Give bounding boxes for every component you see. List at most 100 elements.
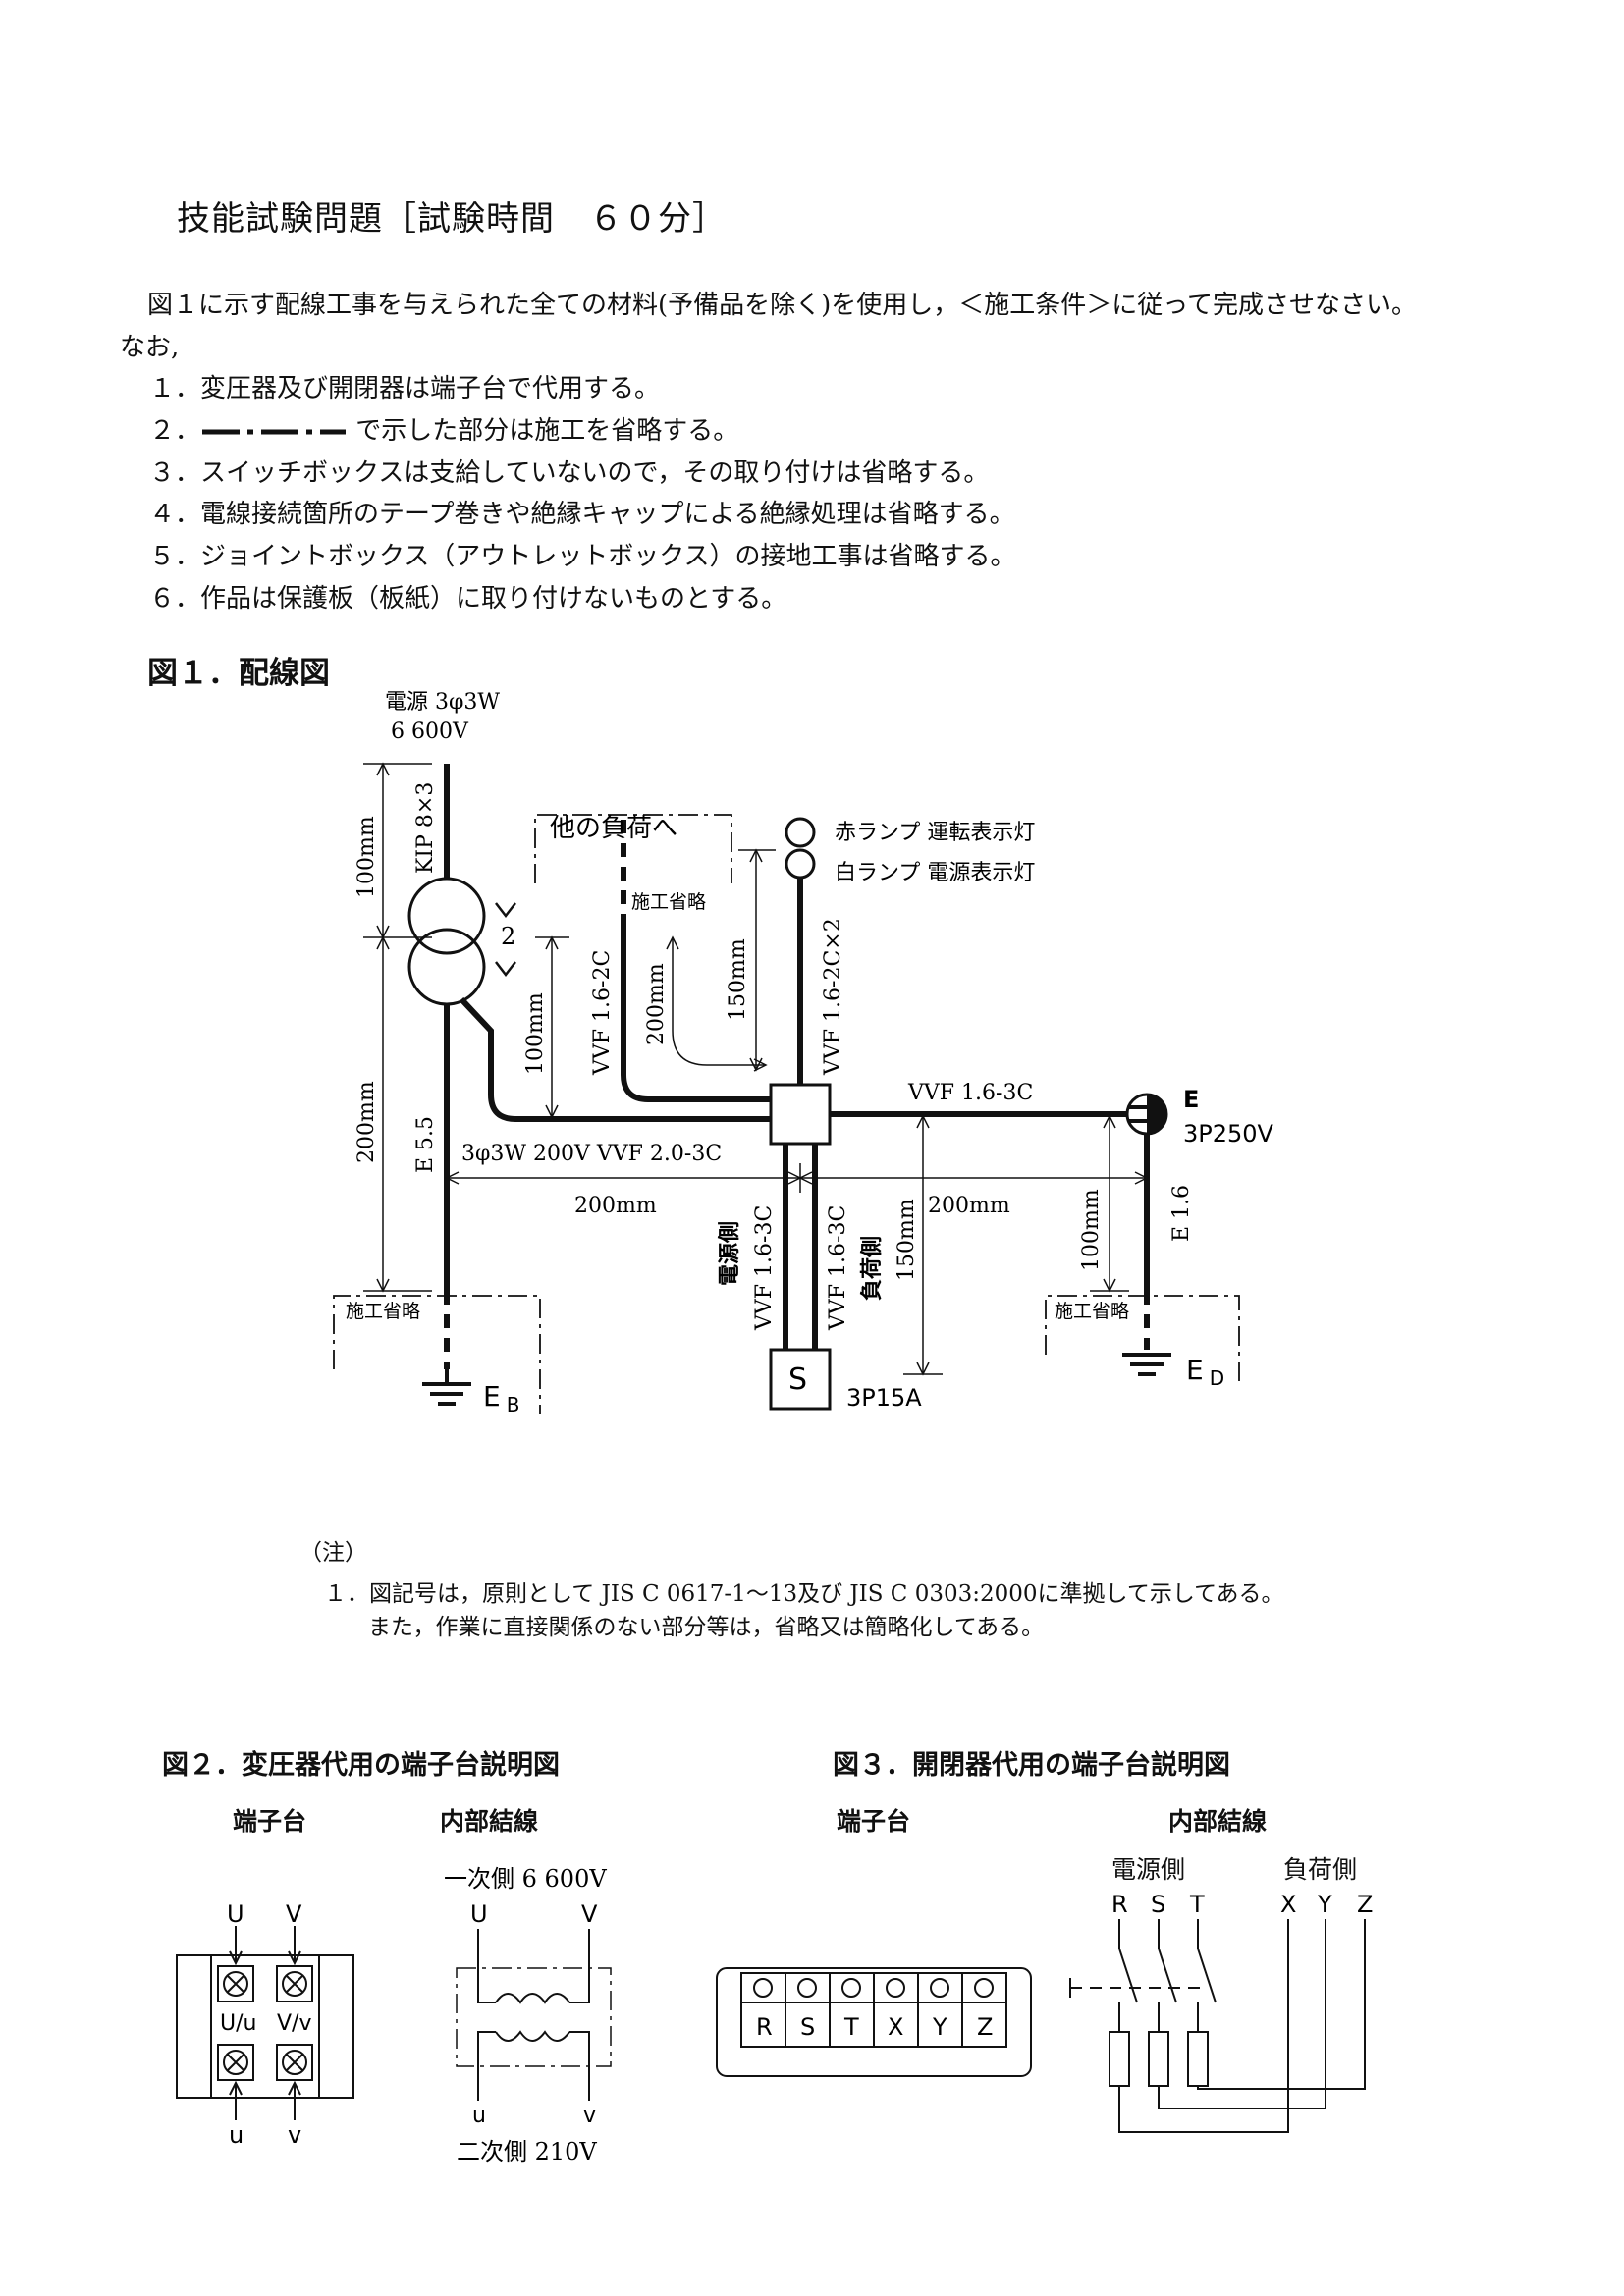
condition-2-number: ２．: [149, 416, 201, 446]
ed-letter: E: [1186, 1354, 1204, 1386]
chain-line-icon: [202, 429, 347, 435]
omit-label-eb: 施工省略: [346, 1301, 420, 1322]
omit-label-ed: 施工省略: [1055, 1301, 1129, 1322]
dim-200mm-left: 200mm: [354, 1081, 379, 1163]
transformer-upper-coil: [407, 877, 486, 955]
switch-s-label: S: [788, 1362, 807, 1397]
dim-200mm-bottom-right: 200mm: [928, 1194, 1010, 1218]
dim-150mm-top: 150mm: [726, 938, 750, 1021]
fig3-internal-t: T: [1189, 1891, 1205, 1918]
condition-2: ２． で示した部分は施工を省略する。: [149, 410, 738, 447]
fig3-terminal-x: X: [888, 2013, 903, 2041]
screw-v-bottom-icon: [282, 2050, 307, 2075]
dim-100mm-top: 100mm: [354, 816, 379, 898]
omit-label-top: 施工省略: [631, 891, 706, 913]
dim-100mm-bottom-right: 100mm: [1079, 1189, 1104, 1271]
dim-150mm-bottom: 150mm: [894, 1199, 919, 1281]
fig3-internal-z: Z: [1357, 1891, 1373, 1918]
outlet-e-label: E: [1183, 1086, 1199, 1113]
intro-line2: なお,: [120, 333, 180, 362]
fig2-internal-u: U: [470, 1900, 488, 1928]
fig2-v-top: V: [286, 1900, 302, 1928]
switch-terminal-block: [716, 1967, 1032, 2077]
condition-5: ５．ジョイントボックス（アウトレットボックス）の接地工事は省略する。: [149, 542, 1016, 571]
dim-100mm-mid: 100mm: [523, 992, 548, 1075]
fuse-t-icon: [1187, 2031, 1209, 2087]
screw-v-top-icon: [282, 1971, 307, 1997]
fuse-r-icon: [1109, 2031, 1130, 2087]
fig2-u-combined: U/u: [220, 2011, 256, 2036]
fig2-primary-label: 一次側 6 600V: [444, 1865, 607, 1893]
other-load-label: 他の負荷へ: [550, 814, 677, 843]
red-lamp-label: 赤ランプ 運転表示灯: [835, 821, 1035, 845]
supply-side-label: 電源側: [717, 1221, 742, 1286]
notes-line2: また，作業に直接関係のない部分等は，省略又は簡略化してある。: [368, 1615, 1045, 1640]
fig3-load-label: 負荷側: [1283, 1855, 1358, 1884]
fig3-internal-y: Y: [1317, 1891, 1332, 1918]
fig3-internal-x: X: [1280, 1891, 1296, 1918]
intro-line1: 図１に示す配線工事を与えられた全ての材料(予備品を除く)を使用し，＜施工条件＞に…: [147, 291, 1417, 320]
vvf-3c-down-load: VVF 1.6-3C: [826, 1205, 850, 1331]
fig2-internal-v: V: [581, 1900, 598, 1928]
screw-u-top-icon: [223, 1971, 248, 1997]
fig2-internal-lower-u: u: [472, 2104, 486, 2128]
fig2-v-combined: V/v: [277, 2011, 311, 2036]
dim-200mm-mid: 200mm: [644, 963, 669, 1045]
e16-label: E 1.6: [1169, 1185, 1194, 1242]
transformer-to-jbox-cable: [459, 996, 771, 1122]
fig3-terminal-t: T: [843, 2013, 859, 2041]
fig2-u-top: U: [227, 1900, 244, 1928]
fig2-secondary-label: 二次側 210V: [457, 2138, 597, 2165]
e55-label: E 5.5: [413, 1116, 438, 1173]
condition-1: １．変圧器及び開閉器は端子台で代用する。: [149, 374, 661, 403]
source-spec: 電源 3φ3W: [385, 690, 500, 715]
fuse-s-icon: [1148, 2031, 1169, 2087]
switch-rating: 3P15A: [846, 1384, 922, 1412]
vvf-2c-label: VVF 1.6-2C: [590, 950, 615, 1076]
fig2-v-bottom: v: [288, 2121, 301, 2149]
outlet-rating: 3P250V: [1183, 1120, 1274, 1148]
fig3-internal-s: S: [1151, 1891, 1165, 1918]
fig3-internal-label: 内部結線: [1168, 1807, 1268, 1836]
load-side-label: 負荷側: [859, 1236, 885, 1301]
condition-3: ３．スイッチボックスは支給していないので，その取り付けは省略する。: [149, 458, 990, 488]
ed-subscript: D: [1210, 1366, 1224, 1390]
switch-box: [769, 1348, 832, 1411]
switch-terminals: [740, 1972, 1007, 2047]
fig3-terminal-label: 端子台: [837, 1807, 911, 1836]
dim-200mm-bottom-left: 200mm: [574, 1194, 657, 1218]
fig3-terminal-z: Z: [977, 2013, 993, 2041]
vvf-2cx2-label: VVF 1.6-2C×2: [821, 918, 845, 1076]
screw-u-bottom-icon: [223, 2050, 248, 2075]
eb-letter: E: [483, 1380, 501, 1413]
notes-header: （注）: [299, 1540, 367, 1566]
fig2-terminal-label: 端子台: [233, 1807, 307, 1836]
transformer-terminal-block: [176, 1954, 354, 2099]
white-lamp-label: 白ランプ 電源表示灯: [835, 861, 1035, 885]
fig2-u-bottom: u: [229, 2121, 244, 2149]
condition-6: ６．作品は保護板（板紙）に取り付けないものとする。: [149, 584, 787, 614]
fig3-terminal-y: Y: [932, 2013, 947, 2041]
main-cable-label: 3φ3W 200V VVF 2.0-3C: [461, 1142, 722, 1166]
fig3-terminal-r: R: [756, 2013, 773, 2041]
fig3-heading: 図３．開閉器代用の端子台説明図: [833, 1750, 1230, 1781]
vvf-3c-down-supply: VVF 1.6-3C: [752, 1205, 777, 1331]
notes-line1: １．図記号は，原則として JIS C 0617-1～13及び JIS C 030…: [324, 1581, 1284, 1607]
source-voltage: 6 600V: [391, 720, 469, 744]
vvf-3c-right-label: VVF 1.6-3C: [907, 1081, 1033, 1105]
fig2-heading: 図２．変圧器代用の端子台説明図: [162, 1750, 560, 1781]
condition-2-text: で示した部分は施工を省略する。: [355, 416, 739, 446]
fig3-internal-r: R: [1111, 1891, 1128, 1918]
fig1-heading: 図１．配線図: [147, 656, 330, 691]
fig3-supply-label: 電源側: [1111, 1855, 1186, 1884]
fig3-terminal-s: S: [800, 2013, 815, 2041]
kip-label: KIP 8×3: [413, 782, 438, 874]
condition-4: ４．電線接続箇所のテープ巻きや絶縁キャップによる絶縁処理は省略する。: [149, 500, 1015, 529]
transformer-ratio: 2: [501, 923, 515, 950]
red-lamp: [785, 817, 816, 848]
